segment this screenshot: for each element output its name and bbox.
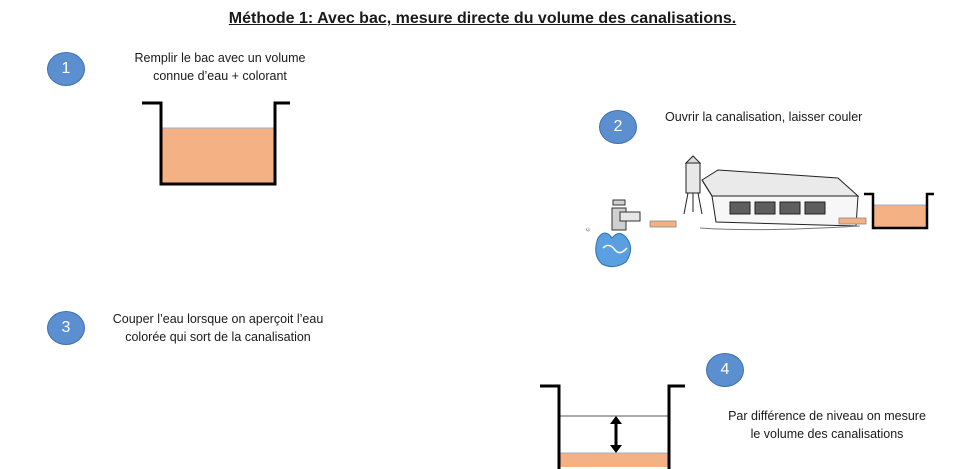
svg-text:©: © xyxy=(585,227,592,232)
tank-2-walls xyxy=(864,192,934,230)
pipe-segment-2 xyxy=(838,217,867,225)
step-4-caption-line-2: le volume des canalisations xyxy=(750,427,904,441)
pipe-segment-1 xyxy=(649,220,677,228)
step-4-badge: 4 xyxy=(706,353,744,387)
step-1-badge: 1 xyxy=(47,52,85,86)
step-1-caption-line-1: Remplir le bac avec un volume xyxy=(134,51,306,65)
tank-3-walls xyxy=(540,384,561,469)
step-2-caption-line-1: Ouvrir la canalisation, laisser couler xyxy=(665,110,863,124)
level-difference-arrow-icon xyxy=(610,416,622,453)
step-2-caption: Ouvrir la canalisation, laisser couler xyxy=(665,108,905,126)
step-4-caption-line-1: Par différence de niveau on mesure xyxy=(728,409,926,423)
step-2-badge: 2 xyxy=(599,110,637,144)
step-3-caption-line-1: Couper l’eau lorsque on aperçoit l’eau xyxy=(112,312,324,326)
faucet-icon: © xyxy=(585,199,641,268)
step-3-badge: 3 xyxy=(47,311,85,345)
step-3-caption-line-2: colorée qui sort de la canalisation xyxy=(125,330,311,344)
tank-2-water xyxy=(873,205,927,227)
barn-icon xyxy=(683,155,861,231)
tank-1-water xyxy=(161,128,275,183)
tank-3-water xyxy=(559,453,669,467)
step-1-caption: Remplir le bac avec un volume connue d’e… xyxy=(110,49,330,85)
step-3-caption: Couper l’eau lorsque on aperçoit l’eau c… xyxy=(98,310,338,346)
tank-1-walls xyxy=(142,101,290,186)
step-1-caption-line-2: connue d’eau + colorant xyxy=(153,69,287,83)
step-4-caption: Par différence de niveau on mesure le vo… xyxy=(712,407,942,443)
page-title: Méthode 1: Avec bac, mesure directe du v… xyxy=(228,10,737,27)
